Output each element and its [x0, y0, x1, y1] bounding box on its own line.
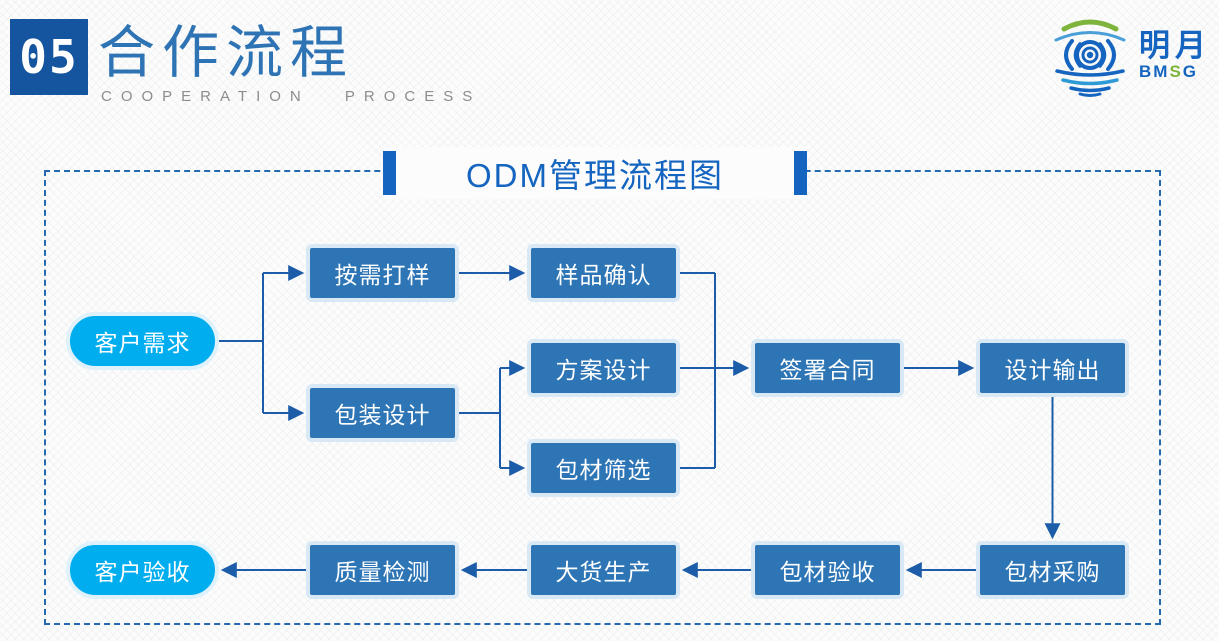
logo-name: 明月 [1139, 28, 1211, 64]
section-number-badge: 05 [10, 19, 88, 95]
flow-node-quality-inspection: 质量检测 [306, 541, 459, 599]
diagram-title-block: ODM管理流程图 [383, 147, 807, 199]
logo-text: 明月 BMSG [1139, 30, 1211, 80]
flow-node-bulk-production: 大货生产 [527, 541, 680, 599]
title-left-bar [383, 151, 396, 195]
flow-node-scheme-design: 方案设计 [527, 339, 680, 397]
flow-node-material-purchasing: 包材采购 [976, 541, 1129, 599]
page-subtitle: COOPERATION PROCESS [101, 88, 482, 105]
flow-node-material-screening: 包材筛选 [527, 439, 680, 497]
flow-node-sample-confirmation: 样品确认 [527, 244, 680, 302]
flow-node-packaging-design: 包装设计 [306, 384, 459, 442]
flow-node-contract-signing: 签署合同 [751, 339, 904, 397]
flow-node-customer-demand: 客户需求 [66, 312, 219, 370]
diagram-title: ODM管理流程图 [466, 157, 724, 194]
company-logo: 明月 BMSG [1047, 12, 1211, 98]
logo-abbr: BMSG [1139, 61, 1199, 81]
logo-globe-icon [1054, 19, 1126, 97]
flow-node-sample-on-demand: 按需打样 [306, 244, 459, 302]
section-number: 05 [19, 30, 79, 84]
flow-node-design-output: 设计输出 [976, 339, 1129, 397]
title-right-bar [794, 151, 807, 195]
flow-node-customer-acceptance: 客户验收 [66, 541, 219, 599]
page-title: 合作流程 [98, 20, 354, 86]
flow-node-material-acceptance: 包材验收 [751, 541, 904, 599]
